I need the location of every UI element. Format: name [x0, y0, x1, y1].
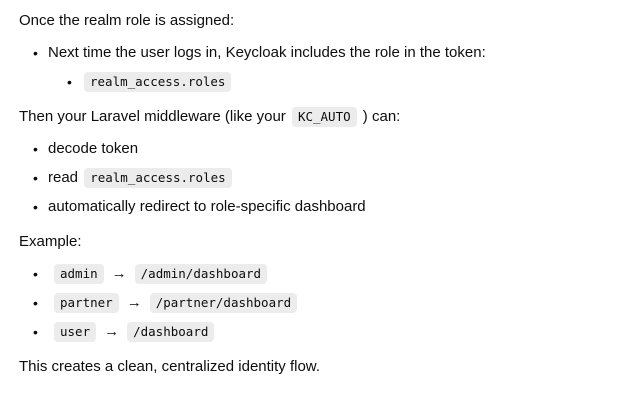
bullet-icon: • [67, 74, 72, 90]
inline-code-role: partner [54, 293, 119, 313]
bullet-icon: • [33, 295, 38, 311]
list-item-token: • Next time the user logs in, Keycloak i… [33, 42, 616, 93]
example-row-admin: • admin → /admin/dashboard [33, 263, 616, 285]
inline-code-kc-auto: KC_AUTO [291, 107, 357, 127]
paragraph-example-heading: Example: [19, 233, 82, 250]
bullet-icon: • [33, 141, 38, 157]
arrow-right-icon: → [111, 265, 127, 282]
inline-code-role: admin [54, 264, 104, 284]
list-item-token-claim: • realm_access.roles [67, 71, 616, 93]
paragraph-outro: This creates a clean, centralized identi… [19, 358, 320, 375]
arrow-right-icon: → [104, 323, 120, 340]
paragraph-intro: Once the realm role is assigned: [19, 12, 235, 29]
inline-code-path: /admin/dashboard [134, 264, 268, 284]
example-route-list: • admin → /admin/dashboard • partner → /part… [19, 263, 616, 343]
list-item-text: decode token [48, 140, 139, 157]
inline-code-role: user [54, 322, 97, 342]
middleware-capability-list: • decode token • read realm_access.roles… [19, 138, 616, 218]
list-item-auto-redirect: • automatically redirect to role-specifi… [33, 196, 616, 218]
bullet-icon: • [33, 266, 38, 282]
list-item-read-roles: • read realm_access.roles [33, 167, 616, 189]
inline-code-path: /dashboard [127, 322, 215, 342]
token-sublist: • realm_access.roles [48, 71, 616, 93]
token-list: • Next time the user logs in, Keycloak i… [19, 42, 616, 93]
bullet-icon: • [33, 45, 38, 61]
inline-code-realm-access-roles: realm_access.roles [84, 72, 232, 92]
message-body: Once the realm role is assigned: • Next … [19, 10, 616, 378]
paragraph-text-prefix: Then your Laravel middleware (like your [19, 108, 290, 125]
list-item-text: Next time the user logs in, Keycloak inc… [48, 44, 486, 61]
example-row-partner: • partner → /partner/dashboard [33, 292, 616, 314]
paragraph-text-suffix: ) can: [358, 108, 401, 125]
inline-code-realm-access-roles: realm_access.roles [84, 168, 232, 188]
list-item-text: automatically redirect to role-specific … [48, 198, 366, 215]
paragraph-middleware: Then your Laravel middleware (like your … [19, 106, 616, 128]
list-item-text: read [48, 169, 83, 186]
list-item-decode-token: • decode token [33, 138, 616, 160]
example-row-user: • user → /dashboard [33, 321, 616, 343]
bullet-icon: • [33, 324, 38, 340]
inline-code-path: /partner/dashboard [149, 293, 298, 313]
bullet-icon: • [33, 170, 38, 186]
arrow-right-icon: → [126, 294, 142, 311]
bullet-icon: • [33, 199, 38, 215]
